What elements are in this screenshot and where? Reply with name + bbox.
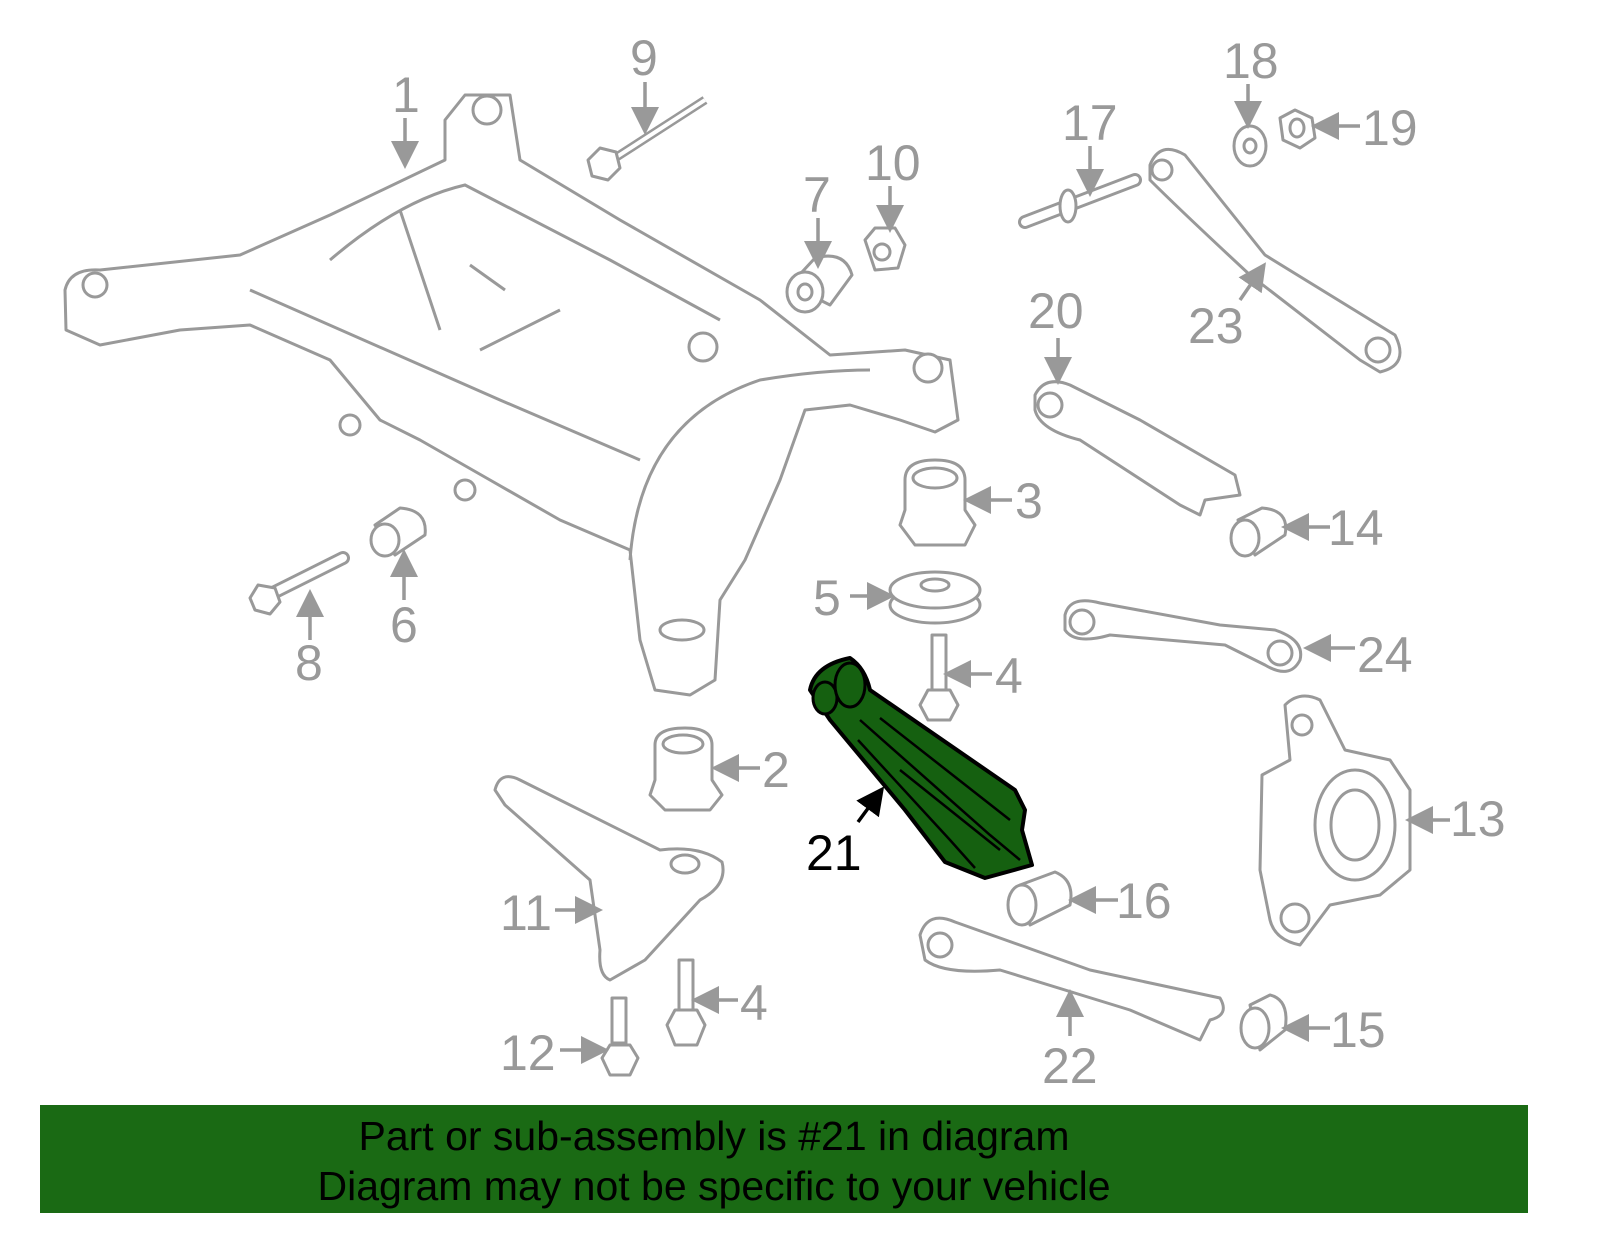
callout-19: 19 xyxy=(1362,100,1418,156)
callout-17: 17 xyxy=(1062,95,1118,151)
callout-4-lower: 4 xyxy=(740,975,768,1031)
control-arm-part-20 xyxy=(1033,380,1242,517)
callout-7: 7 xyxy=(803,167,831,223)
callout-13: 13 xyxy=(1450,791,1506,847)
nut-part-19 xyxy=(1278,108,1317,150)
callout-12: 12 xyxy=(500,1025,556,1081)
callout-23: 23 xyxy=(1188,298,1244,354)
callout-15: 15 xyxy=(1330,1002,1386,1058)
nut-part-10 xyxy=(863,226,907,272)
callout-8: 8 xyxy=(295,635,323,691)
bolt-part-9 xyxy=(586,96,708,182)
callout-6: 6 xyxy=(390,597,418,653)
bolt-part-4-upper xyxy=(918,633,960,722)
callout-22: 22 xyxy=(1042,1038,1098,1094)
bracket-part-11 xyxy=(493,775,725,982)
knuckle-part-13 xyxy=(1258,694,1412,947)
callout-21: 21 xyxy=(806,825,862,881)
callout-1: 1 xyxy=(392,67,420,123)
callout-9: 9 xyxy=(630,30,658,86)
control-arm-part-23 xyxy=(1148,147,1402,374)
callout-20: 20 xyxy=(1028,283,1084,339)
mount-part-2 xyxy=(648,726,724,812)
bolt-part-8 xyxy=(248,551,350,616)
callout-24: 24 xyxy=(1357,627,1413,683)
bushing-part-6 xyxy=(369,506,427,558)
mount-part-3 xyxy=(898,458,977,547)
bushing-part-7 xyxy=(785,254,854,314)
callout-18: 18 xyxy=(1223,33,1279,89)
control-arm-part-21-highlighted xyxy=(808,656,1034,880)
subframe-part-1 xyxy=(63,93,960,697)
bolt-part-12 xyxy=(600,996,640,1077)
callout-2: 2 xyxy=(762,742,790,798)
callout-arrows xyxy=(296,82,1450,1064)
bushing-part-16 xyxy=(1006,870,1073,927)
callout-10: 10 xyxy=(865,135,921,191)
washer-part-18 xyxy=(1232,124,1268,168)
callout-16: 16 xyxy=(1116,873,1172,929)
banner-line-2: Diagram may not be specific to your vehi… xyxy=(317,1163,1111,1209)
callout-4-upper: 4 xyxy=(995,648,1023,704)
control-arm-part-22 xyxy=(918,916,1225,1042)
callout-5: 5 xyxy=(813,570,841,626)
callout-14: 14 xyxy=(1328,500,1384,556)
bolt-part-4-lower xyxy=(665,958,707,1047)
control-arm-part-24 xyxy=(1063,599,1303,673)
info-banner: Part or sub-assembly is #21 in diagram D… xyxy=(40,1105,1528,1213)
callout-3: 3 xyxy=(1015,473,1043,529)
bushing-part-15 xyxy=(1239,993,1288,1052)
bushing-part-14 xyxy=(1229,506,1288,558)
banner-line-1: Part or sub-assembly is #21 in diagram xyxy=(358,1113,1070,1159)
callout-11: 11 xyxy=(500,885,552,941)
pad-part-5 xyxy=(888,570,982,625)
bolt-part-17 xyxy=(1018,173,1142,229)
